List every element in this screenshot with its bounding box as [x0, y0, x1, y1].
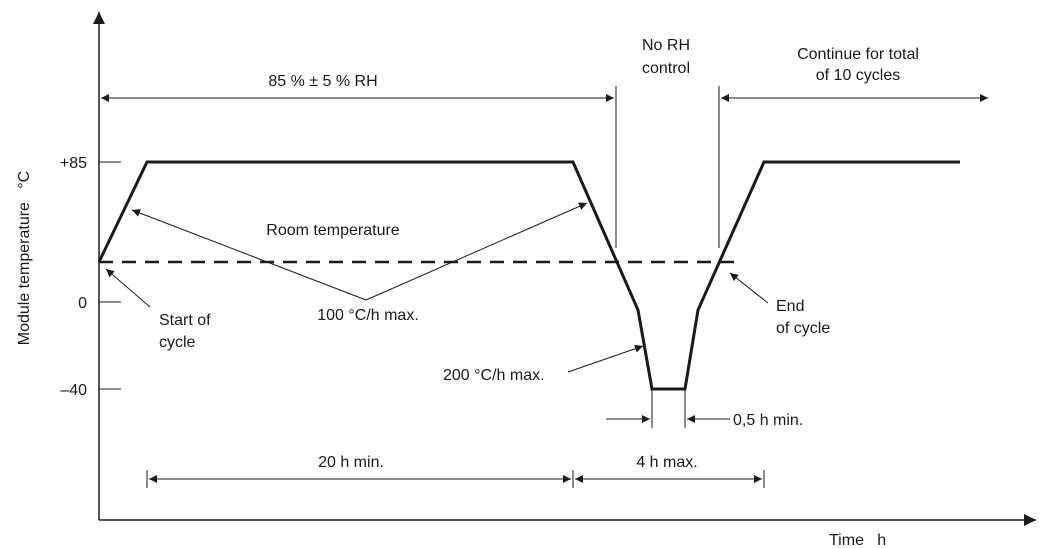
end-of-cycle-leader — [729, 272, 769, 304]
continue-label-line1: Continue for total — [797, 46, 919, 63]
rate-100-label: 100 °C/h max. — [317, 307, 419, 324]
rate-200-leader — [567, 344, 644, 373]
start-of-cycle-leader — [105, 268, 151, 308]
dwell-05-label: 0,5 h min. — [733, 412, 803, 429]
temperature-profile-line — [97, 160, 960, 391]
rh-label: 85 % ± 5 % RH — [268, 73, 377, 90]
y-tick-label-85: +85 — [60, 155, 87, 172]
room-temperature-label: Room temperature — [266, 222, 399, 239]
dwell-4-label: 4 h max. — [636, 454, 697, 471]
start-of-cycle-label-line1: Start of — [159, 312, 211, 329]
end-of-cycle-label-line2: of cycle — [776, 320, 830, 337]
start-of-cycle-label-line2: cycle — [159, 334, 196, 351]
no-rh-label-line2: control — [642, 60, 690, 77]
y-tick-label-0: 0 — [78, 295, 87, 312]
dwell-20-label: 20 h min. — [318, 454, 384, 471]
rate-200-label: 200 °C/h max. — [443, 367, 545, 384]
end-of-cycle-label-line1: End — [776, 298, 804, 315]
rate-100-leader-right — [365, 202, 588, 301]
y-tick-label-minus40: –40 — [60, 382, 87, 399]
y-axis-label: Module temperature °C — [16, 171, 33, 345]
x-axis-label: Time h — [829, 532, 886, 548]
continue-label-line2: of 10 cycles — [816, 67, 900, 84]
rate-100-leader-left — [131, 209, 367, 301]
no-rh-label-line1: No RH — [642, 37, 690, 54]
